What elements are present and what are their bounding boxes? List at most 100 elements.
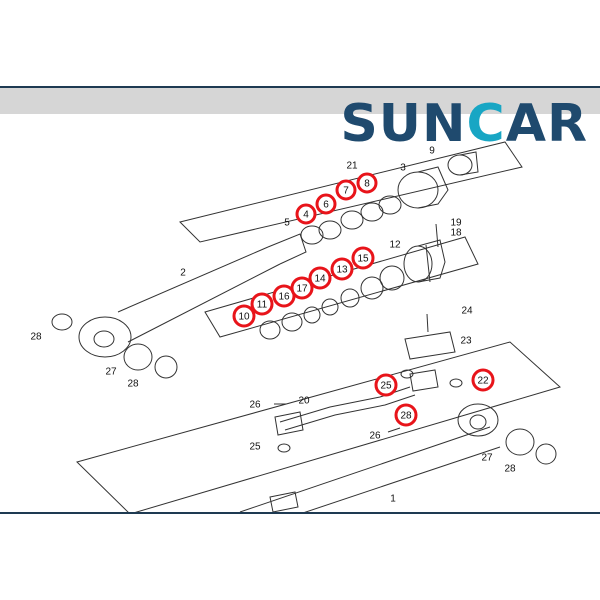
- highlight-circle: [315, 193, 337, 215]
- part-label-27: 27: [481, 453, 493, 464]
- seal-ring-14: [340, 288, 360, 308]
- exploded-parts-diagram: 1234567891011121314151617181920212223242…: [30, 141, 561, 512]
- tube-bushing: [505, 428, 535, 456]
- part-label-26: 26: [249, 400, 261, 411]
- part-label-9: 9: [429, 146, 435, 157]
- rod-wiper-ring: [154, 355, 178, 379]
- part-label-25: 25: [374, 373, 398, 397]
- highlight-circle: [330, 257, 354, 281]
- part-number: 8: [364, 179, 370, 190]
- part-number: 4: [303, 210, 309, 221]
- o-ring-25-upper: [400, 369, 414, 379]
- diagram-lines: [51, 141, 561, 512]
- gland-body: [417, 166, 449, 209]
- part-number: 26: [369, 431, 381, 442]
- highlight-circle: [308, 266, 332, 290]
- part-label-12: 12: [389, 240, 401, 251]
- lower-seal-plane: [204, 236, 479, 338]
- part-number: 10: [238, 312, 250, 323]
- part-label-3: 3: [400, 163, 406, 174]
- part-label-27: 27: [105, 367, 117, 378]
- rod-dust-ring: [51, 313, 73, 331]
- highlight-circle: [374, 373, 398, 397]
- part-number: 14: [314, 274, 326, 285]
- tube-port: [269, 491, 299, 512]
- highlight-circle: [356, 172, 378, 194]
- rod-upper-edge: [117, 246, 269, 313]
- piston-groove: [425, 244, 431, 283]
- part-label-25: 25: [249, 442, 261, 453]
- seal-ring-5: [300, 225, 324, 245]
- part-number: 12: [389, 240, 401, 251]
- rod-thread: [267, 233, 307, 265]
- part-number: 20: [298, 396, 310, 407]
- part-number: 27: [481, 453, 493, 464]
- highlight-circle: [335, 179, 357, 201]
- part-number: 17: [296, 284, 308, 295]
- part-number: 11: [257, 300, 268, 311]
- part-label-28: 28: [394, 403, 418, 427]
- highlight-circle: [351, 246, 375, 270]
- part-number: 6: [323, 200, 329, 211]
- part-label-1: 1: [390, 494, 396, 505]
- rod-lower-edge: [127, 263, 281, 343]
- highlight-circle: [232, 304, 256, 328]
- bushing-9: [447, 154, 473, 176]
- rod-bushing: [123, 343, 153, 371]
- part-label-23: 23: [460, 336, 472, 347]
- o-ring-22: [449, 378, 463, 388]
- flange-block-lower: [274, 411, 304, 436]
- part-number: 1: [390, 494, 396, 505]
- highlight-circle: [290, 276, 314, 300]
- part-number: 28: [504, 464, 516, 475]
- part-label-11: 11: [250, 292, 274, 316]
- seal-ring-8: [378, 195, 402, 215]
- part-label-6: 6: [315, 193, 337, 215]
- bushing-9-body: [459, 151, 479, 176]
- part-number: 7: [343, 186, 349, 197]
- tube-upper-edge: [239, 426, 491, 512]
- part-number: 19: [450, 218, 462, 229]
- part-number: 28: [30, 332, 42, 343]
- seal-ring-16: [303, 306, 321, 324]
- part-label-28: 28: [127, 379, 139, 390]
- upper-seal-plane: [179, 141, 523, 243]
- highlight-circle: [295, 203, 317, 225]
- part-label-21: 21: [346, 161, 358, 172]
- part-label-8: 8: [356, 172, 378, 194]
- highlight-circle: [471, 368, 495, 392]
- part-label-24: 24: [461, 306, 473, 317]
- brand-logo: SUNCAR: [340, 96, 588, 152]
- seal-ring-17: [321, 298, 339, 316]
- cylinder-plane: [76, 341, 561, 512]
- part-label-26: 26: [369, 431, 381, 442]
- seal-ring-10: [259, 320, 281, 340]
- part-label-5: 5: [284, 218, 290, 229]
- part-label-19: 19: [450, 218, 462, 229]
- tube-eye: [457, 403, 499, 437]
- pipe-20-lower: [284, 394, 416, 431]
- valve-block: [404, 331, 456, 360]
- part-label-28: 28: [30, 332, 42, 343]
- seal-ring-7: [360, 202, 384, 222]
- part-label-22: 22: [471, 368, 495, 392]
- bolt-26-lower: [387, 427, 401, 433]
- part-label-18: 18: [450, 228, 462, 239]
- part-label-15: 15: [351, 246, 375, 270]
- part-labels: 1234567891011121314151617181920212223242…: [30, 146, 516, 505]
- part-number: 16: [278, 292, 290, 303]
- part-label-13: 13: [330, 257, 354, 281]
- part-number: 2: [180, 268, 186, 279]
- part-label-14: 14: [308, 266, 332, 290]
- seal-ring-4: [318, 220, 342, 240]
- logo-text: SUNCAR: [340, 94, 588, 154]
- part-number: 24: [461, 306, 473, 317]
- seal-ring-13: [360, 276, 384, 300]
- part-label-4: 4: [295, 203, 317, 225]
- tube-eye-bore: [469, 414, 487, 430]
- tube-lower-edge: [304, 446, 501, 512]
- part-number: 28: [400, 411, 412, 422]
- seal-ring-15: [379, 265, 405, 291]
- part-number: 5: [284, 218, 290, 229]
- part-label-2: 2: [180, 268, 186, 279]
